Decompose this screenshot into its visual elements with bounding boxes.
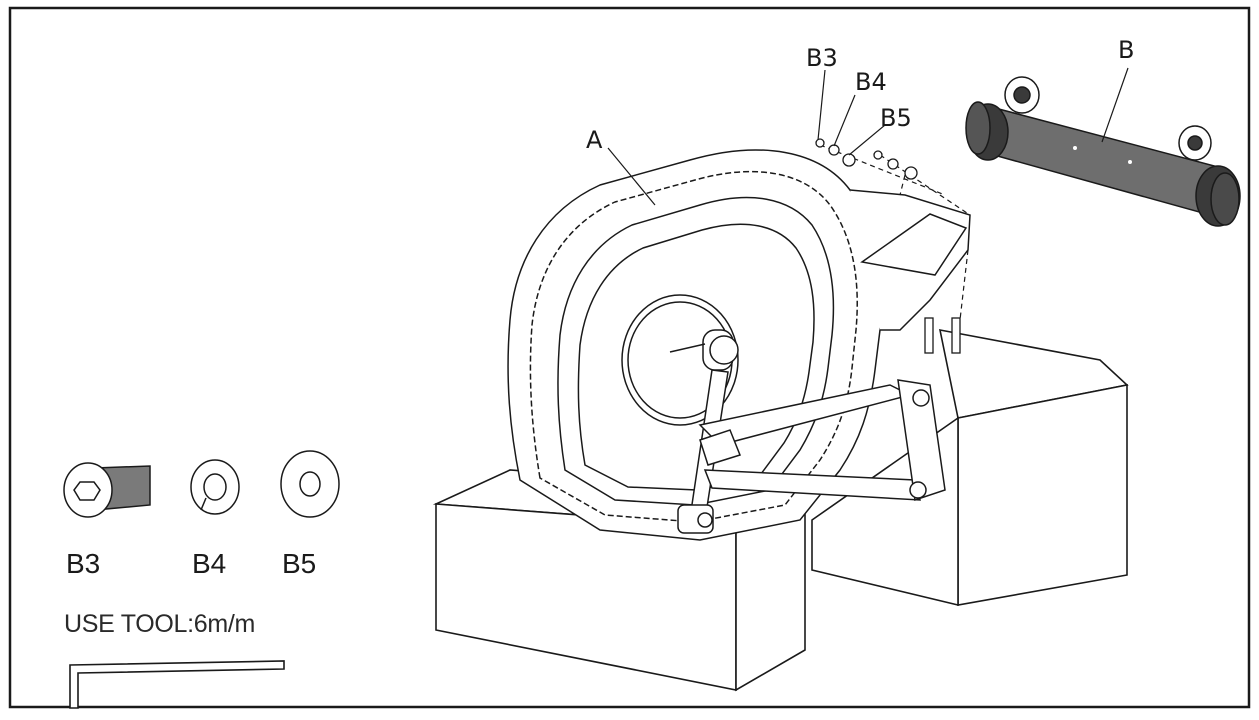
leader-lines [607, 67, 1129, 206]
flat-washer-b5-drawing [280, 450, 340, 518]
allen-key-icon [69, 660, 285, 709]
frame-a [507, 149, 971, 541]
tool-instruction: USE TOOL:6m/m [64, 610, 256, 638]
legend-label-b3: B3 [66, 548, 101, 579]
diagram-border [8, 6, 1251, 709]
rear-stabilizer-b [965, 76, 1241, 227]
legend-label-b5: B5 [282, 548, 317, 579]
callout-lock-washer-b4: B4 [855, 68, 887, 96]
callout-rear-stabilizer-b: B [1118, 36, 1135, 64]
bolt-b3-drawing [63, 462, 151, 518]
callout-bolt-b3: B3 [806, 44, 838, 72]
top-hardware [815, 138, 961, 354]
callout-frame-a: A [586, 126, 603, 154]
lock-washer-b4-drawing [190, 459, 240, 515]
callout-flat-washer-b5: B5 [880, 104, 912, 132]
crank-linkage [669, 329, 946, 534]
legend-label-b4: B4 [192, 548, 227, 579]
